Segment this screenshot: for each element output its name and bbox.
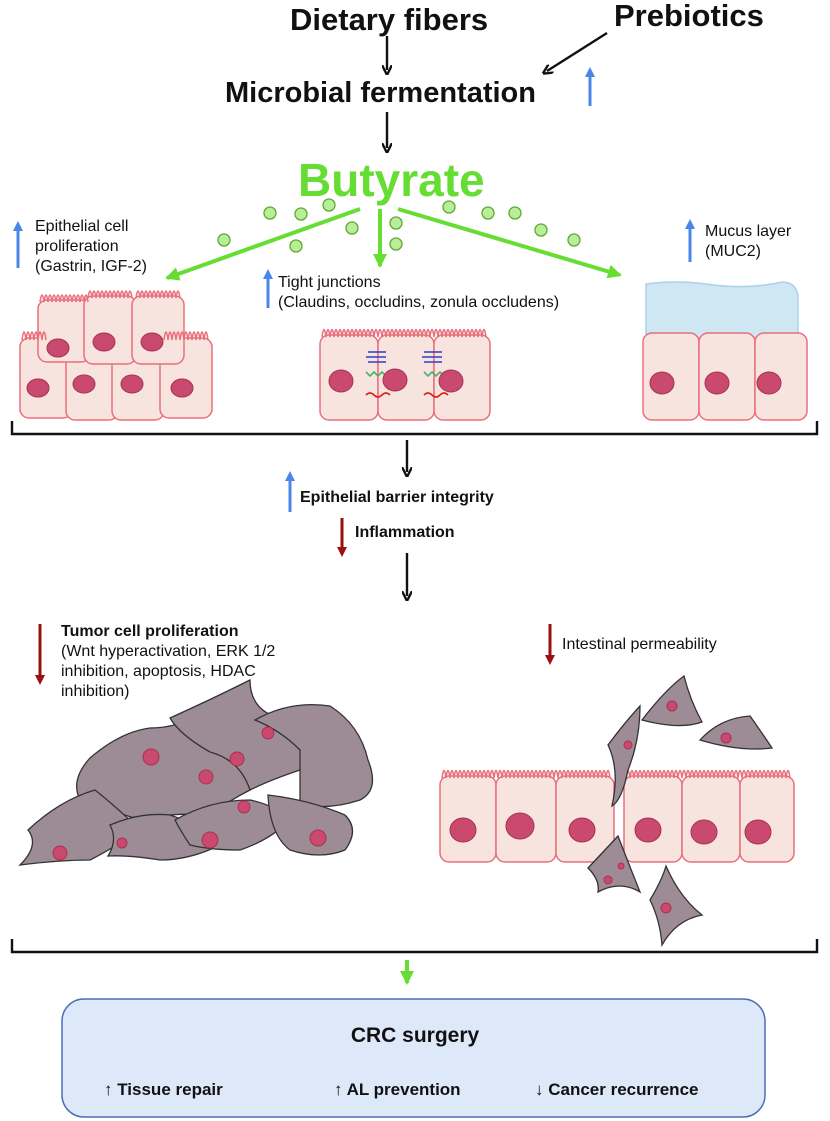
tight-junction-markers bbox=[365, 351, 449, 398]
green-arrow-to-mucus bbox=[397, 207, 622, 279]
tumor-nuclei bbox=[52, 726, 327, 861]
crc-surgery-title: CRC surgery bbox=[350, 1024, 480, 1047]
leaky-nuclei bbox=[449, 812, 772, 845]
label-dietary-fibers: Dietary fibers bbox=[290, 2, 489, 37]
bracket-lower bbox=[10, 939, 819, 954]
proliferating-nuclei bbox=[26, 332, 194, 398]
label-inflammation: Inflammation bbox=[355, 524, 455, 541]
label-microbial-fermentation: Microbial fermentation bbox=[225, 77, 536, 109]
migrating-cells bbox=[587, 674, 774, 948]
mucus-nuclei bbox=[649, 371, 782, 395]
box-item-cancer-recurrence: ↓ Cancer recurrence bbox=[535, 1080, 699, 1099]
tumor-cells bbox=[18, 678, 374, 866]
label-mucus-layer: Mucus layer (MUC2) bbox=[705, 223, 792, 260]
butyrate-molecules bbox=[217, 198, 581, 253]
crc-surgery-box bbox=[61, 998, 766, 1118]
tight-junction-nuclei bbox=[328, 368, 464, 393]
migrating-nuclei bbox=[603, 700, 732, 914]
arrow-prebiotics-to-fermentation bbox=[547, 31, 608, 71]
label-butyrate: Butyrate bbox=[298, 154, 485, 206]
label-tight-junctions: Tight junctions (Claudins, occludins, zo… bbox=[278, 274, 560, 311]
label-tumor-proliferation: Tumor cell proliferation (Wnt hyperactiv… bbox=[61, 623, 276, 700]
label-prebiotics: Prebiotics bbox=[614, 0, 764, 33]
label-intestinal-permeability: Intestinal permeability bbox=[562, 636, 717, 653]
label-epithelial-proliferation: Epithelial cell proliferation (Gastrin, … bbox=[35, 218, 148, 275]
proliferating-epithelium bbox=[19, 290, 213, 421]
green-arrow-to-proliferation bbox=[165, 207, 361, 281]
box-item-tissue-repair: ↑ Tissue repair bbox=[104, 1080, 223, 1099]
mucus-layer bbox=[645, 281, 799, 339]
label-barrier-integrity: Epithelial barrier integrity bbox=[300, 489, 494, 506]
bracket-upper bbox=[10, 421, 819, 436]
box-item-al-prevention: ↑ AL prevention bbox=[334, 1080, 461, 1099]
